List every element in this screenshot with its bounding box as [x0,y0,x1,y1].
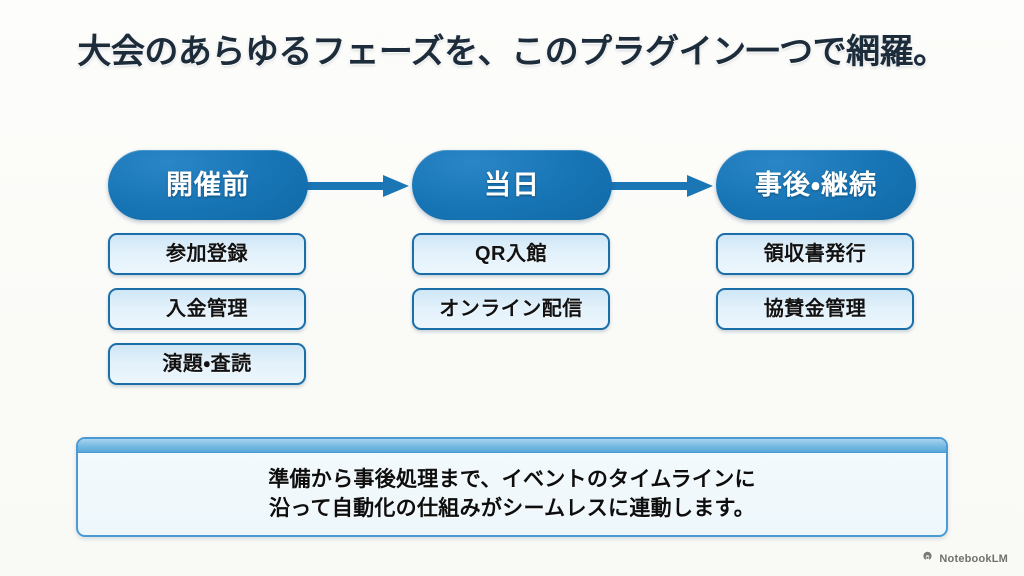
caption-body: 準備から事後処理まで、イベントのタイムラインに 沿って自動化の仕組みがシームレス… [78,453,946,535]
notebooklm-logo-icon [921,550,934,568]
phase-pill-before[interactable]: 開催前 [108,150,308,220]
phase-item-box[interactable]: 参加登録 [108,233,306,275]
phase-item-label: 協賛金管理 [763,298,867,320]
phase-item-box[interactable]: QR入館 [412,233,610,275]
phase-item-label: QR入館 [475,243,547,265]
page-title: 大会のあらゆるフェーズを、このプラグイン一つで網羅。 [77,33,947,71]
phase-column-after: 事後・継続 領収書発行 協賛金管理 [716,150,916,330]
phase-item-box[interactable]: オンライン配信 [412,288,610,330]
phase-pill-day-of[interactable]: 当日 [412,150,612,220]
summary-caption-box: 準備から事後処理まで、イベントのタイムラインに 沿って自動化の仕組みがシームレス… [76,437,948,537]
phase-item-label: 参加登録 [166,243,248,265]
caption-header-strip [78,439,946,453]
arrow-right-icon [305,174,411,198]
footer-brand-label: NotebookLM [939,553,1008,565]
phase-column-before: 開催前 参加登録 入金管理 演題・査読 [108,150,308,385]
phase-item-box[interactable]: 領収書発行 [716,233,914,275]
phase-item-label: オンライン配信 [439,298,583,320]
phase-item-box[interactable]: 協賛金管理 [716,288,914,330]
phase-item-label: 領収書発行 [763,243,867,265]
footer-attribution: NotebookLM [921,550,1008,568]
phase-item-box[interactable]: 入金管理 [108,288,306,330]
caption-line: 沿って自動化の仕組みがシームレスに連動します。 [268,497,756,520]
phase-pill-after[interactable]: 事後・継続 [716,150,916,220]
phase-pill-label: 事後・継続 [754,169,878,200]
phase-pill-label: 開催前 [166,169,250,200]
phase-pill-label: 当日 [484,169,540,200]
arrow-right-icon [609,174,715,198]
phase-column-day-of: 当日 QR入館 オンライン配信 [412,150,612,330]
phase-item-box[interactable]: 演題・査読 [108,343,306,385]
caption-line: 準備から事後処理まで、イベントのタイムラインに [268,468,756,492]
phase-item-label: 入金管理 [166,298,248,320]
phase-item-label: 演題・査読 [162,353,252,375]
phase-flow-diagram: 開催前 参加登録 入金管理 演題・査読 当日 QR入館 オンライン配信 [0,150,1024,415]
